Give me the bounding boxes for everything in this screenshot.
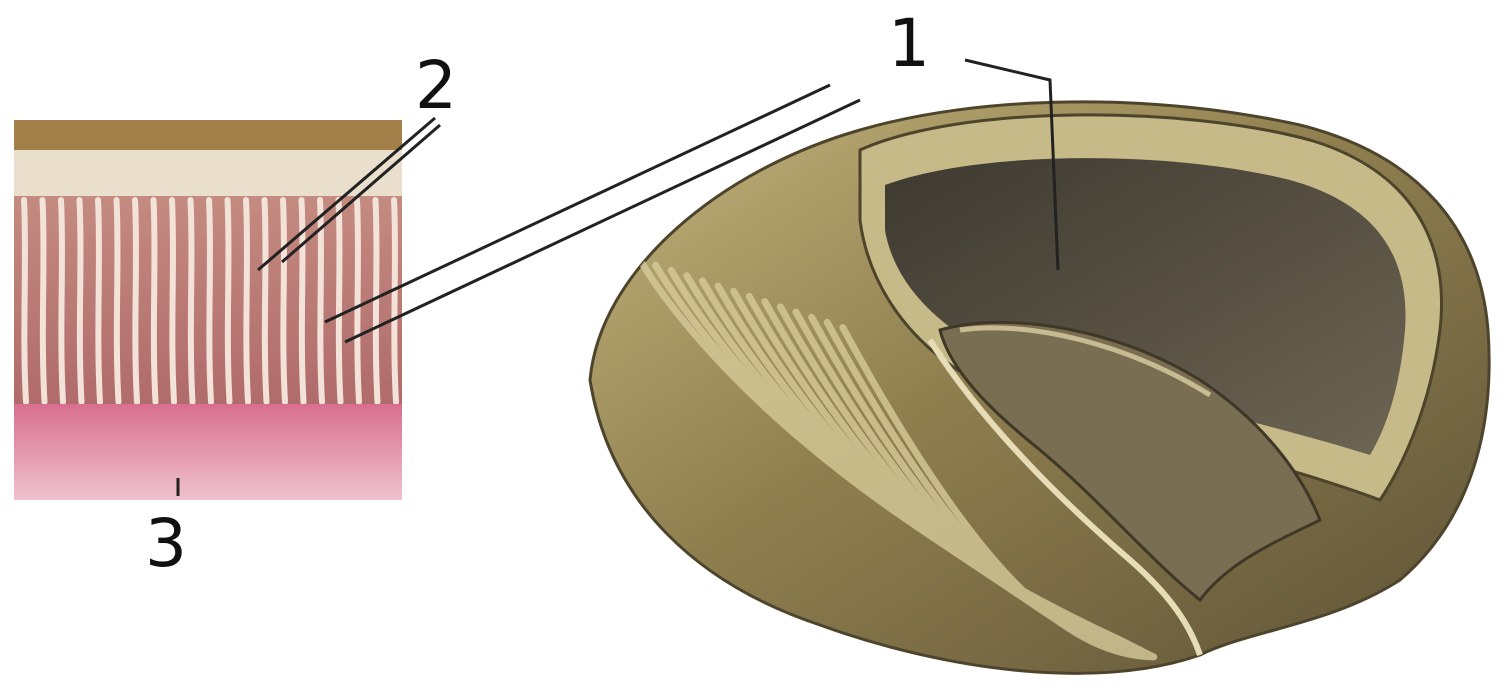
cell-wall-line xyxy=(98,200,100,402)
cell-wall-line xyxy=(61,200,63,402)
tissue-cuticle-layer xyxy=(14,150,402,198)
cell-wall-line xyxy=(135,200,137,402)
cell-wall-line xyxy=(172,200,174,402)
tissue-base-layer xyxy=(14,404,402,500)
cell-wall-line xyxy=(154,200,156,402)
cell-wall-line xyxy=(43,200,45,402)
cell-wall-line xyxy=(394,200,396,402)
cell-wall-line xyxy=(228,200,230,402)
shell-structure xyxy=(590,102,1489,673)
cell-wall-line xyxy=(80,200,82,402)
cell-wall-line xyxy=(265,200,267,402)
cell-wall-line xyxy=(357,200,359,402)
tissue-cell-walls xyxy=(24,200,396,402)
label-2: 2 xyxy=(415,47,457,124)
cell-wall-line xyxy=(24,200,26,402)
cell-wall-line xyxy=(209,200,211,402)
label-1: 1 xyxy=(888,5,930,82)
cell-wall-line xyxy=(117,200,119,402)
label-3: 3 xyxy=(145,505,187,582)
cell-wall-line xyxy=(339,200,341,402)
tissue-section xyxy=(14,120,402,500)
cell-wall-line xyxy=(246,200,248,402)
cell-wall-line xyxy=(283,200,285,402)
cell-wall-line xyxy=(191,200,193,402)
tissue-top-band xyxy=(14,120,402,154)
cell-wall-line xyxy=(376,200,378,402)
